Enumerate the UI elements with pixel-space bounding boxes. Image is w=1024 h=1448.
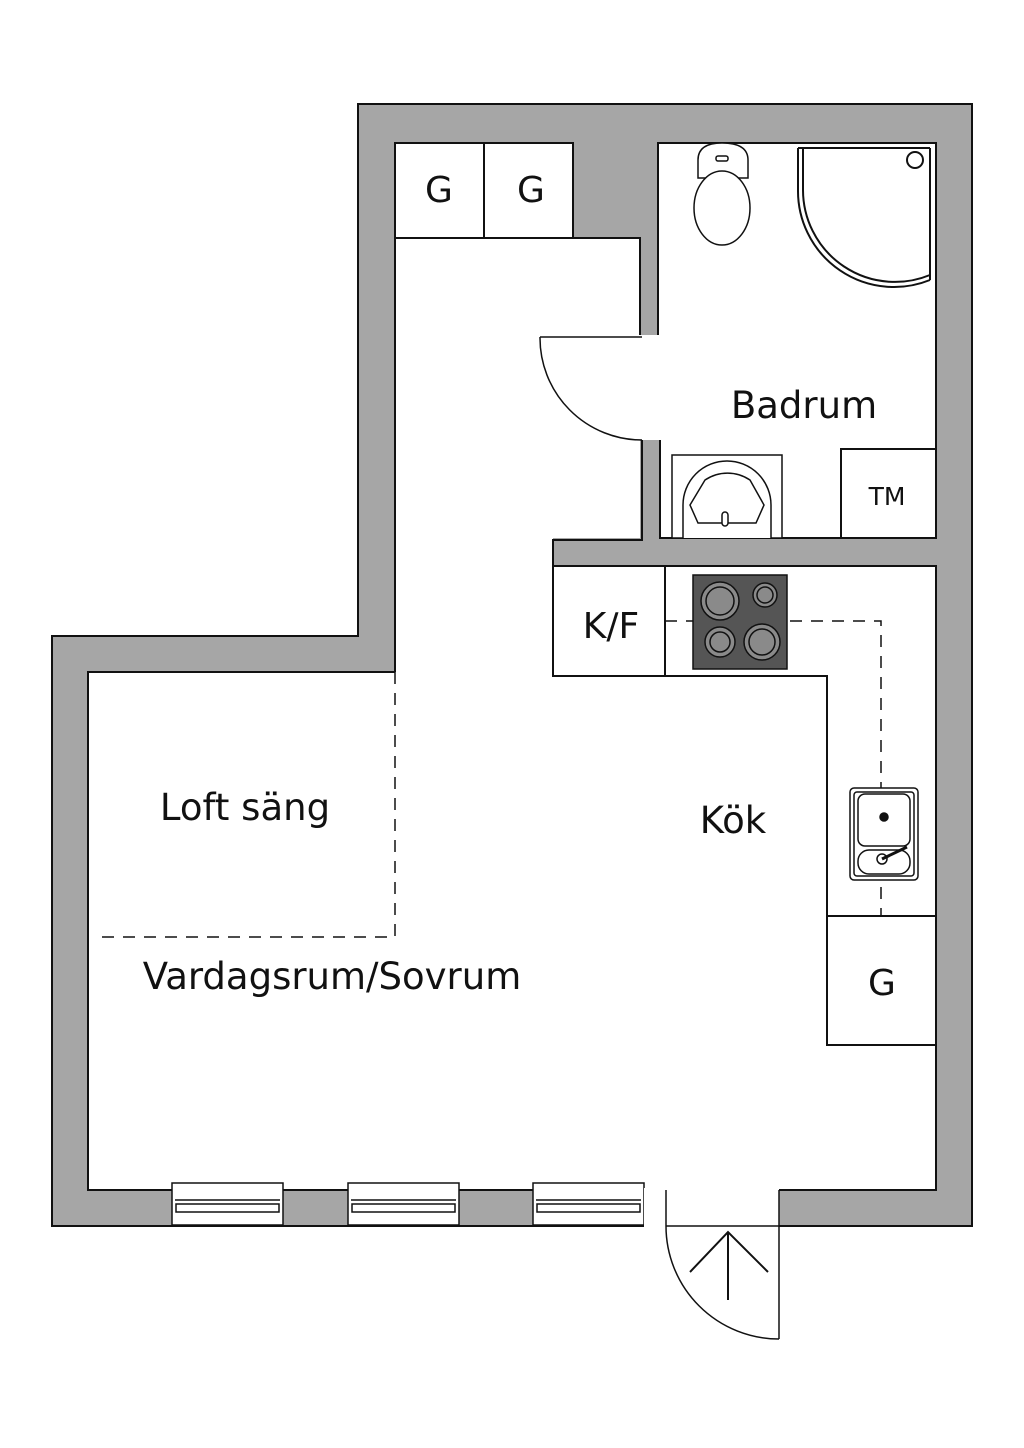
fridge-freezer <box>552 565 666 677</box>
windows <box>171 1182 645 1226</box>
window <box>171 1182 284 1226</box>
counter-dashed-line <box>790 620 882 916</box>
entrance-arrow-icon <box>689 1230 769 1300</box>
fridge-freezer-label: K/F <box>583 606 639 647</box>
washing-machine-label: TM <box>868 482 906 511</box>
bathroom-wall-lower <box>642 440 660 540</box>
entrance-door[interactable] <box>665 1190 780 1340</box>
bathroom-door[interactable] <box>539 336 643 441</box>
closet-label: G <box>868 963 896 1004</box>
room-label-bathroom: Badrum <box>731 384 877 427</box>
toilet-icon <box>693 142 751 246</box>
closet-label: G <box>517 170 545 211</box>
window <box>347 1182 460 1226</box>
wall-block-top <box>573 143 640 238</box>
stove-icon <box>692 574 788 670</box>
closet-top-left <box>394 142 485 239</box>
room-label-loft: Loft säng <box>160 786 330 829</box>
room-label-living: Vardagsrum/Sovrum <box>143 955 522 998</box>
kitchen-wall <box>553 538 936 566</box>
loft-bed-outline <box>95 672 396 938</box>
closet-top-right <box>483 142 574 239</box>
bathroom-wall-upper <box>640 238 658 335</box>
kitchen-sink-icon <box>849 787 919 881</box>
closet-label: G <box>425 170 453 211</box>
closet-kitchen <box>826 915 937 1046</box>
washing-machine <box>840 448 937 539</box>
shower-icon <box>796 147 931 288</box>
window <box>532 1182 645 1226</box>
washbasin-icon <box>671 454 783 539</box>
room-label-kitchen: Kök <box>700 799 767 842</box>
